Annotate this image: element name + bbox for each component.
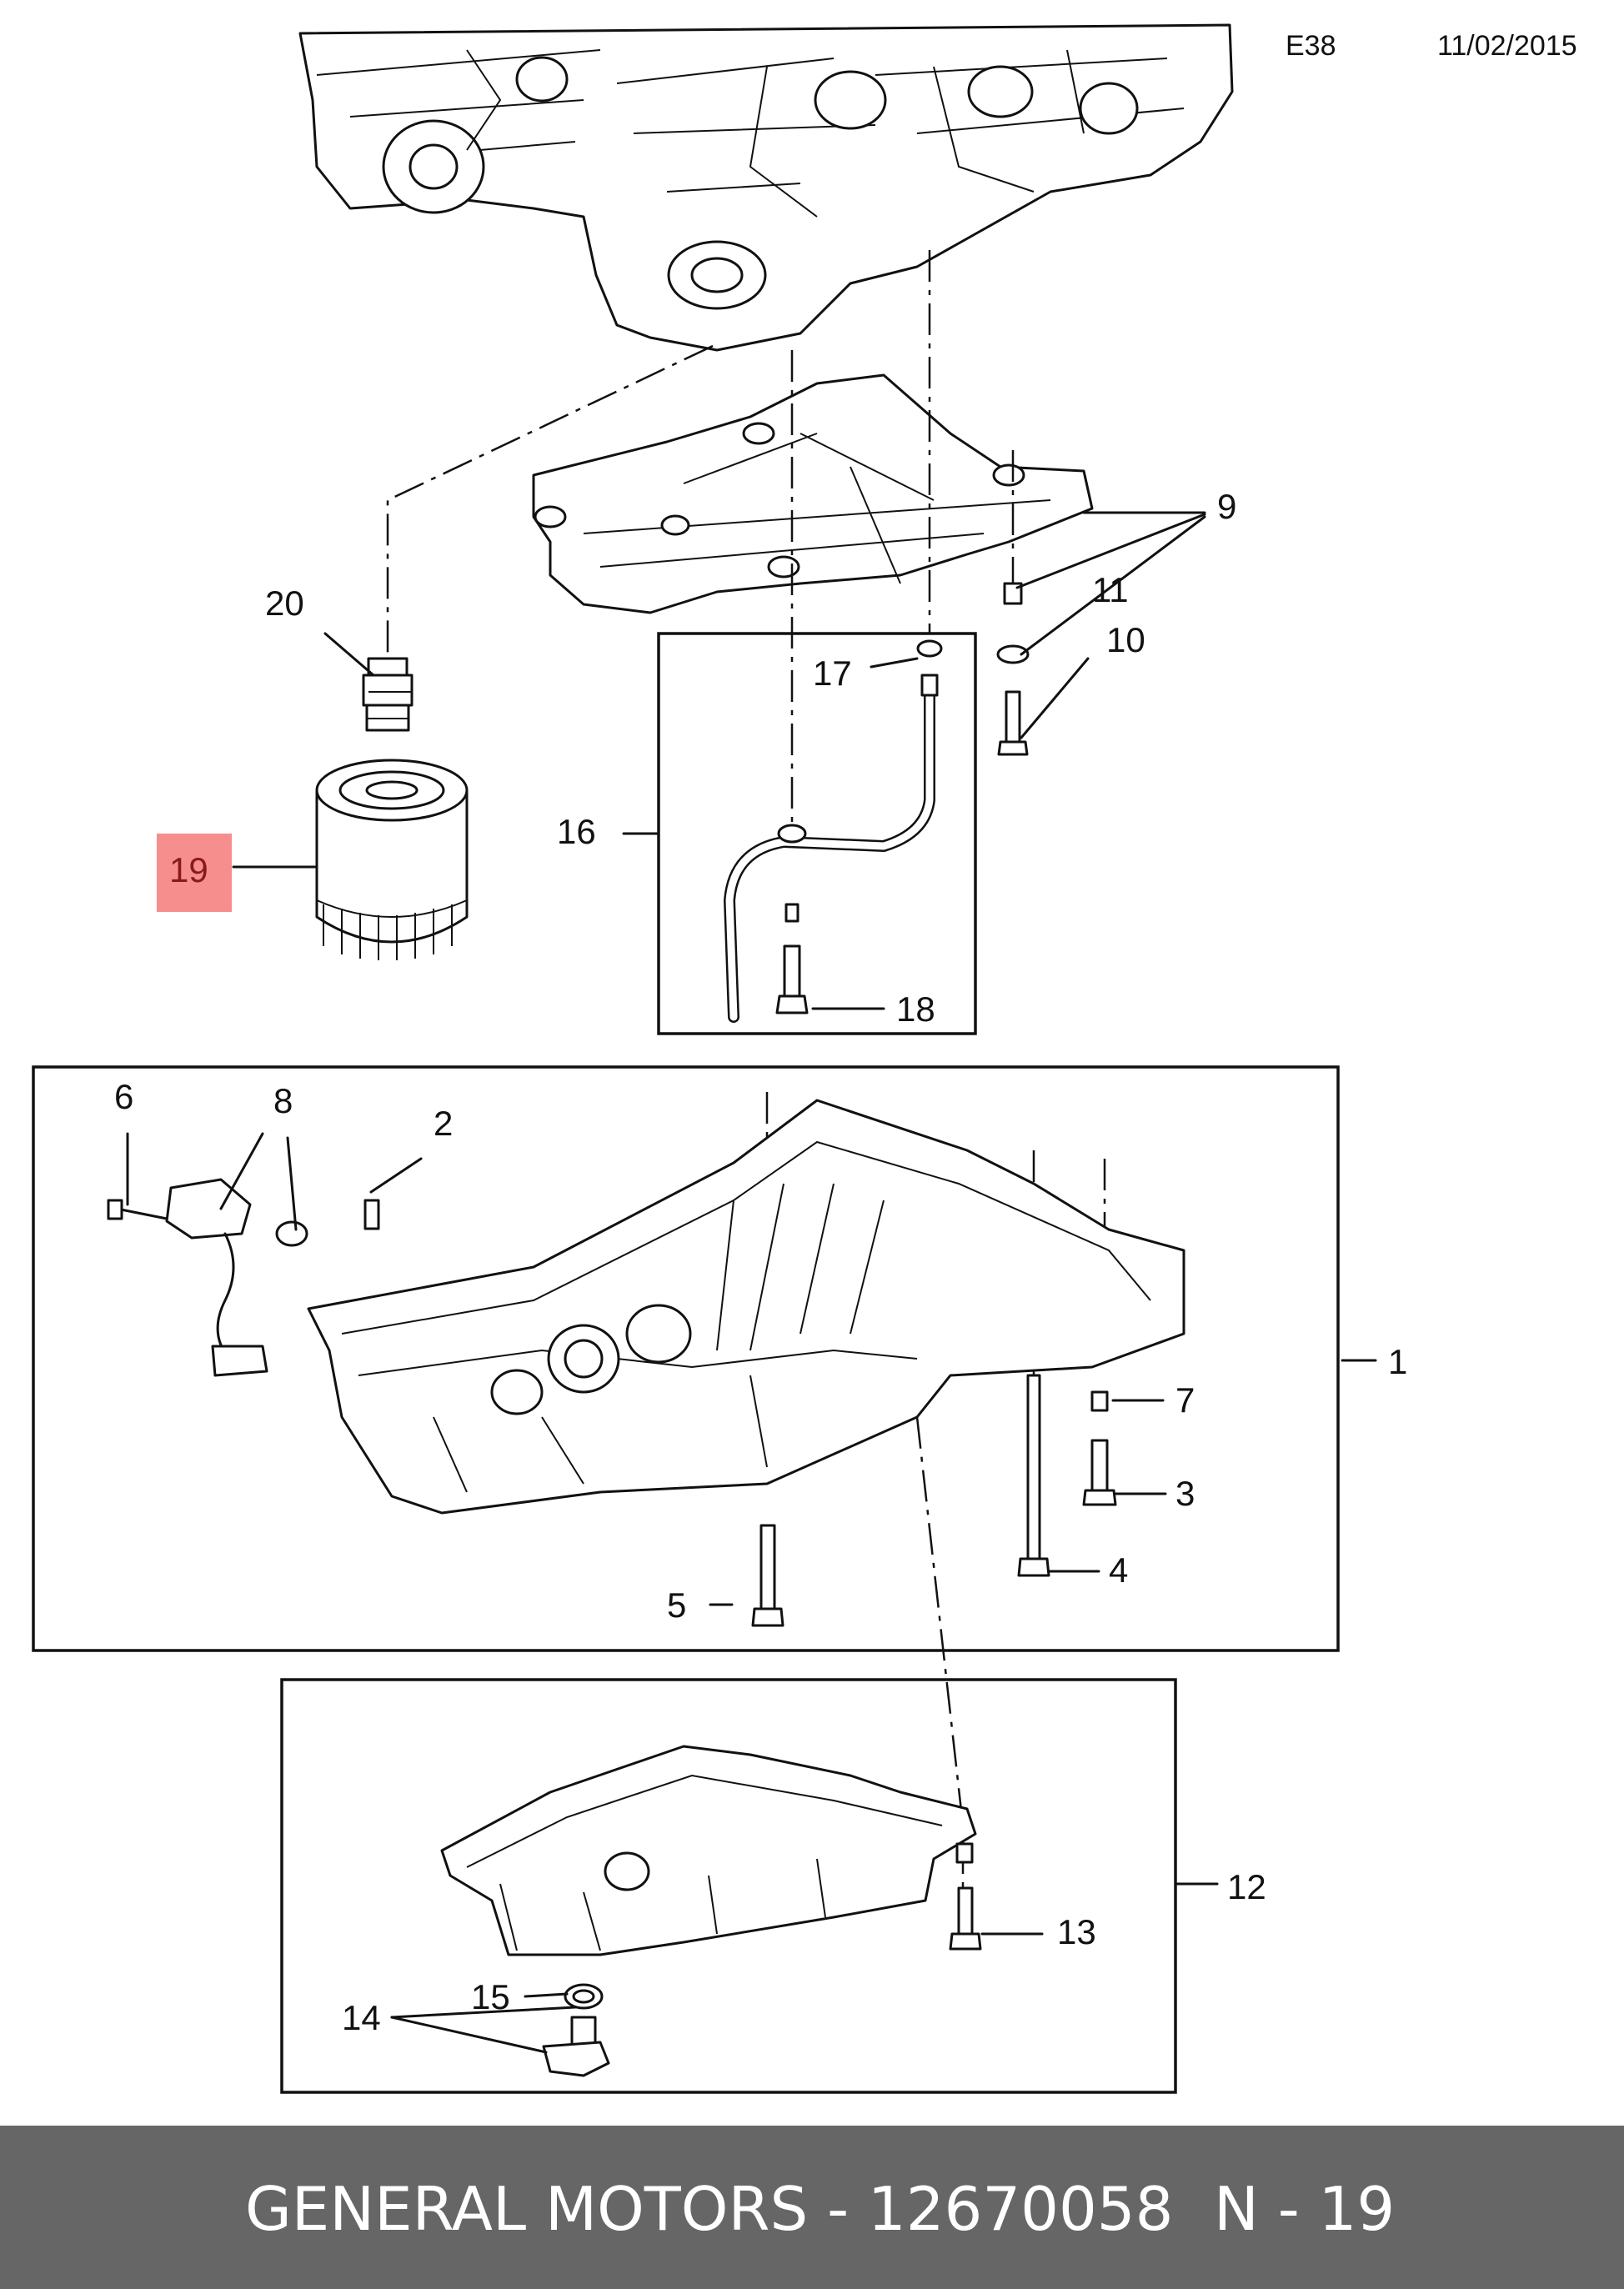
callout-15: 15 bbox=[471, 1977, 510, 2016]
leader-lines bbox=[126, 511, 1377, 2054]
callout-9: 9 bbox=[1217, 487, 1236, 526]
callout-18: 18 bbox=[896, 989, 935, 1029]
lower-oil-pan bbox=[440, 1745, 977, 1956]
footer-ref: N - 19 bbox=[1214, 2174, 1396, 2244]
oil-level-tube bbox=[724, 639, 943, 1023]
callout-6: 6 bbox=[114, 1077, 133, 1116]
dowel-2 bbox=[363, 1199, 380, 1230]
oil-pump-baffle bbox=[532, 373, 1094, 614]
callout-16: 16 bbox=[557, 812, 596, 851]
bolt-13 bbox=[949, 1842, 982, 1951]
callout-11: 11 bbox=[1092, 570, 1129, 609]
diagram-date: 11/02/2015 bbox=[1437, 30, 1577, 62]
callout-2: 2 bbox=[434, 1104, 453, 1143]
filter-adapter-20 bbox=[362, 657, 414, 732]
oil-filter-19 bbox=[315, 759, 469, 960]
callout-8: 8 bbox=[273, 1081, 293, 1120]
box-12 bbox=[280, 1678, 1177, 2094]
engine-block bbox=[298, 23, 1234, 352]
callout-20: 20 bbox=[265, 584, 304, 623]
footer-bar bbox=[0, 2126, 1624, 2289]
callout-12: 12 bbox=[1227, 1867, 1266, 1906]
callout-7: 7 bbox=[1175, 1380, 1195, 1420]
callout-3: 3 bbox=[1175, 1474, 1195, 1513]
callout-19: 19 bbox=[169, 850, 208, 889]
footer-brand-part: GENERAL MOTORS - 12670058 bbox=[245, 2174, 1174, 2244]
parts-diagram: .ln { fill:none; stroke:#111; stroke-wid… bbox=[32, 23, 1407, 2094]
callout-17: 17 bbox=[813, 654, 852, 693]
callout-5: 5 bbox=[667, 1585, 686, 1625]
upper-oil-pan bbox=[307, 1099, 1185, 1515]
callout-14: 14 bbox=[342, 1998, 381, 2037]
callout-13: 13 bbox=[1057, 1912, 1096, 1951]
bolts-3-4-5-7 bbox=[751, 1374, 1117, 1627]
callout-10: 10 bbox=[1106, 620, 1145, 659]
oil-pressure-sensor bbox=[107, 1178, 308, 1377]
drain-plug-14-washer-15 bbox=[542, 1983, 610, 2077]
highlight-19 bbox=[157, 834, 232, 912]
callout-4: 4 bbox=[1109, 1550, 1128, 1590]
diagram-code: E38 bbox=[1286, 30, 1336, 62]
callout-1: 1 bbox=[1388, 1342, 1407, 1381]
box-1 bbox=[32, 1065, 1340, 1652]
callouts: 1 2 3 4 5 6 7 8 9 10 11 12 13 14 15 16 1… bbox=[114, 487, 1407, 2037]
bolt-10-stud-11 bbox=[996, 582, 1030, 756]
